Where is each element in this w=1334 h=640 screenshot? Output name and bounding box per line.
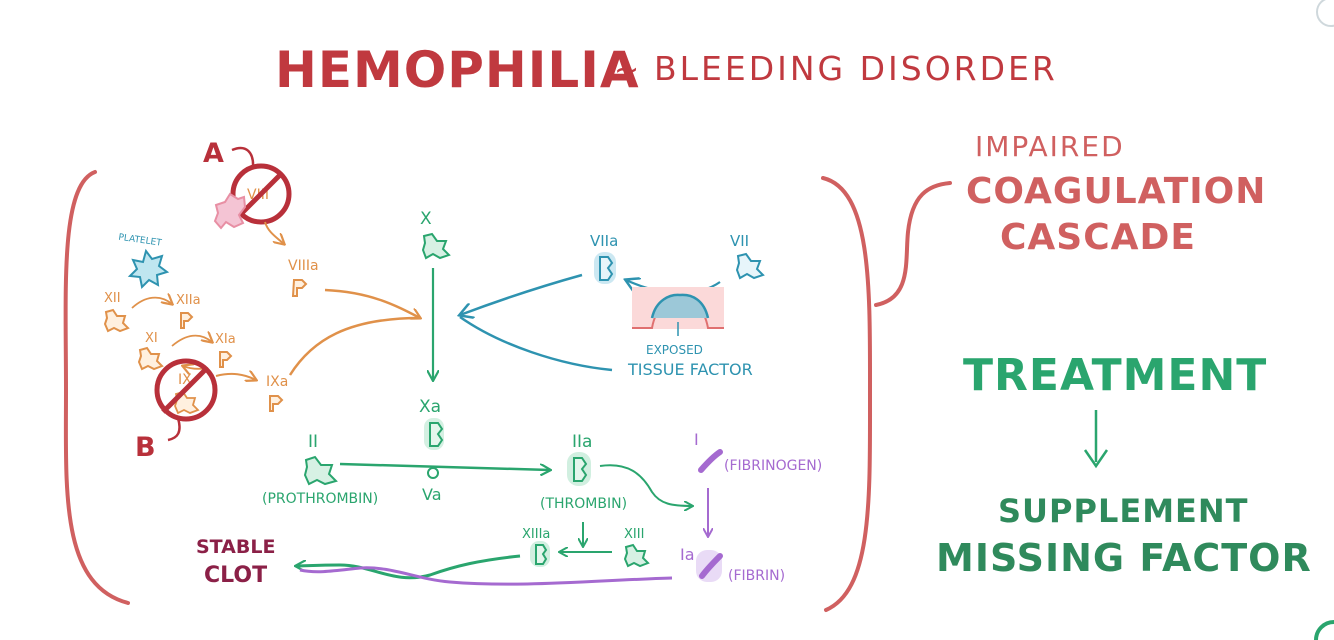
right-brace-connector — [874, 181, 952, 307]
factor-xiiia-label: XIIIa — [522, 527, 550, 542]
arrow-thrombin-to-fibrin — [599, 464, 692, 506]
factor-ii-icon — [303, 455, 338, 486]
type-b-label: B — [135, 432, 156, 463]
coagulation-label: COAGULATION — [966, 171, 1266, 212]
treatment-label: TREATMENT — [963, 350, 1267, 401]
type-b-line — [167, 417, 181, 442]
arrow-ix-ixa — [215, 374, 256, 380]
arrow-tf-to-x — [459, 315, 613, 372]
fibrin-strand-green — [296, 554, 521, 580]
factor-x-label: X — [420, 209, 432, 229]
factor-xa-icon — [429, 422, 444, 447]
factor-xia-icon — [219, 351, 233, 368]
factor-xi-icon — [137, 346, 164, 371]
factor-va-label: Va — [422, 485, 442, 504]
exposed-label: EXPOSED — [646, 343, 703, 357]
cascade-label: CASCADE — [1000, 217, 1196, 258]
factor-ixa-label: IXa — [266, 374, 288, 390]
factor-x-icon — [421, 232, 451, 260]
factor-xiii-icon — [623, 543, 650, 568]
factor-ix-circle — [154, 358, 218, 422]
treatment-arrow-head — [1083, 449, 1109, 469]
fibrin-strand-purple — [299, 566, 673, 586]
factor-vii-icon — [735, 252, 765, 280]
factor-ia-label: Ia — [680, 545, 695, 564]
title-main: HEMOPHILIA — [275, 41, 640, 99]
factor-viia-icon — [599, 256, 614, 281]
factor-xiiia-icon — [535, 544, 548, 565]
factor-xii-icon — [103, 308, 130, 333]
xa-va-complex — [427, 467, 439, 479]
fibrinogen-label: (FIBRINOGEN) — [724, 458, 822, 474]
left-bracket — [63, 170, 130, 605]
factor-iia-icon — [573, 457, 588, 482]
arrow-viiia-to-x — [324, 288, 420, 318]
factor-viii-circle — [230, 163, 292, 225]
arrow-xii-xiia — [131, 298, 172, 309]
type-a-line — [231, 146, 255, 169]
factor-viii-strike — [238, 171, 284, 217]
factor-ia-icon — [699, 553, 723, 579]
factor-vii-label: VII — [730, 232, 749, 250]
arrow-viia-to-x — [460, 273, 583, 315]
factor-viia-label: VIIa — [590, 232, 618, 250]
factor-xiia-label: XIIa — [176, 293, 201, 308]
corner-progress-icon — [1314, 620, 1334, 640]
arrow-xi-xia — [171, 336, 212, 347]
arrow-ixa-to-x — [288, 316, 421, 376]
arrow-ii-to-iia — [339, 462, 550, 470]
stable-label: STABLE — [196, 536, 275, 558]
platelet-label: PLATELET — [118, 233, 163, 249]
tissue-factor-label: TISSUE FACTOR — [627, 360, 753, 379]
title-sub: BLEEDING DISORDER — [654, 49, 1058, 88]
fibrin-label: (FIBRIN) — [728, 568, 785, 584]
factor-i-label: I — [694, 430, 699, 449]
vwf-protein-icon — [213, 192, 247, 230]
clot-label: CLOT — [204, 563, 267, 588]
platelet-icon — [127, 248, 170, 290]
factor-ii-label: II — [308, 432, 318, 452]
factor-xi-label: XI — [145, 331, 158, 346]
factor-iia-label: IIa — [572, 432, 592, 452]
factor-ix-strike — [161, 366, 209, 414]
right-bracket — [821, 176, 873, 612]
tissue-factor-icon — [650, 293, 710, 319]
arrow-viii-viiia — [264, 221, 284, 244]
factor-viiia-icon — [291, 279, 308, 297]
supplement-label: SUPPLEMENT — [998, 492, 1249, 530]
factor-ixa-icon — [269, 395, 284, 412]
thrombin-label: (THROMBIN) — [540, 496, 627, 512]
factor-i-icon — [698, 449, 723, 473]
title-tilde: ~ — [614, 53, 639, 88]
factor-xiia-icon — [180, 312, 194, 329]
factor-viiia-label: VIIIa — [288, 258, 319, 274]
factor-xii-label: XII — [104, 291, 121, 306]
missing-factor-label: MISSING FACTOR — [936, 536, 1312, 580]
factor-xiii-label: XIII — [624, 527, 644, 542]
type-a-label: A — [203, 138, 224, 169]
prothrombin-label: (PROTHROMBIN) — [262, 491, 378, 507]
factor-xa-label: Xa — [419, 397, 441, 417]
impaired-label: IMPAIRED — [975, 130, 1125, 163]
corner-circle-icon — [1316, 0, 1334, 27]
factor-xia-label: XIa — [215, 332, 236, 347]
